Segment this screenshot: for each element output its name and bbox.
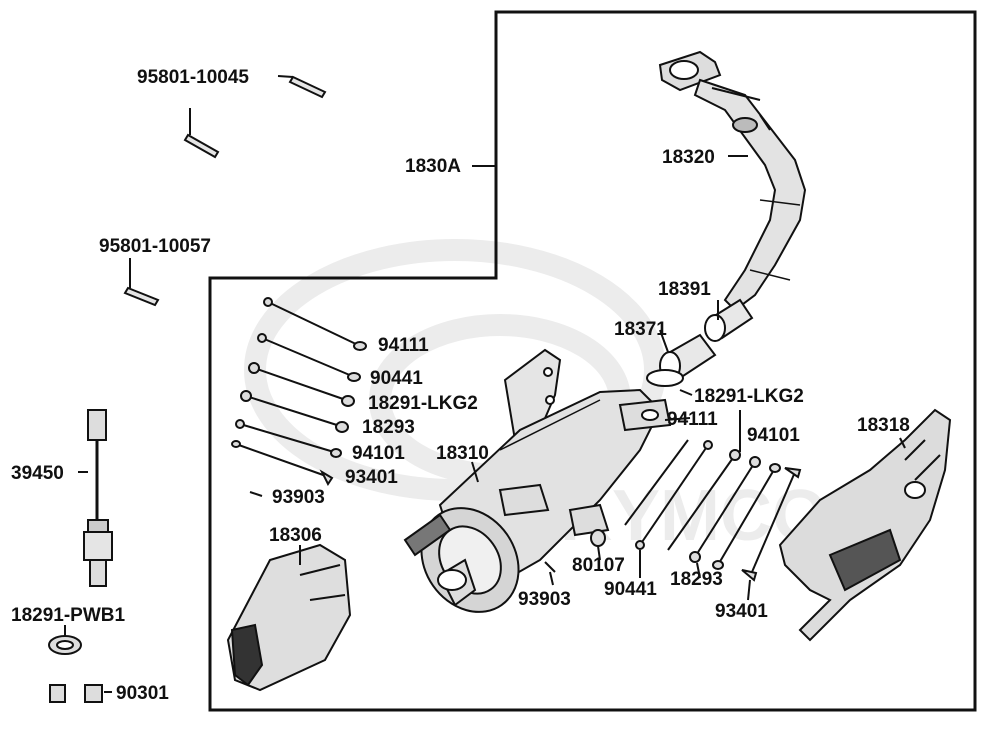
label-90301: 90301 [116, 683, 169, 704]
muffler-body [403, 348, 672, 613]
label-18320: 18320 [662, 147, 715, 168]
oxygen-sensor [83, 409, 113, 587]
label-18291-pwb1: 18291-PWB1 [11, 605, 126, 626]
callout-leaders [64, 75, 906, 693]
label-18318: 18318 [857, 415, 910, 436]
label-18293-left: 18293 [362, 417, 415, 438]
left-fastener-set [231, 297, 367, 497]
label-18293-right: 18293 [670, 569, 723, 590]
header-pipe [658, 50, 807, 312]
right-fastener-set [544, 439, 802, 582]
label-93401-left: 93401 [345, 467, 398, 488]
label-93903-left: 93903 [272, 487, 325, 508]
label-18306: 18306 [269, 525, 322, 546]
label-95801-10045: 95801-10045 [137, 67, 249, 88]
label-95801-10057: 95801-10057 [99, 236, 211, 257]
washer-and-nuts [48, 635, 103, 703]
label-90441-left: 90441 [370, 368, 423, 389]
label-94101-right: 94101 [747, 425, 800, 446]
label-90441-right: 90441 [604, 579, 657, 600]
label-93903-right: 93903 [518, 589, 571, 610]
label-39450: 39450 [11, 463, 64, 484]
label-94101-left: 94101 [352, 443, 405, 464]
label-18310: 18310 [436, 443, 489, 464]
end-cap [226, 543, 352, 692]
pipe-gaskets [646, 298, 754, 387]
label-93401-right: 93401 [715, 601, 768, 622]
label-18391: 18391 [658, 279, 711, 300]
heat-shield [778, 408, 952, 642]
label-18291-lkg2-right: 18291-LKG2 [694, 386, 804, 407]
label-18371: 18371 [614, 319, 667, 340]
label-80107: 80107 [572, 555, 625, 576]
label-94111-left: 94111 [378, 335, 429, 356]
group-frame [208, 10, 977, 712]
label-94111-right: 94111 [667, 409, 718, 430]
bolts [123, 75, 327, 307]
label-1830A: 1830A [405, 156, 461, 177]
label-18291-lkg2-left: 18291-LKG2 [368, 393, 478, 414]
